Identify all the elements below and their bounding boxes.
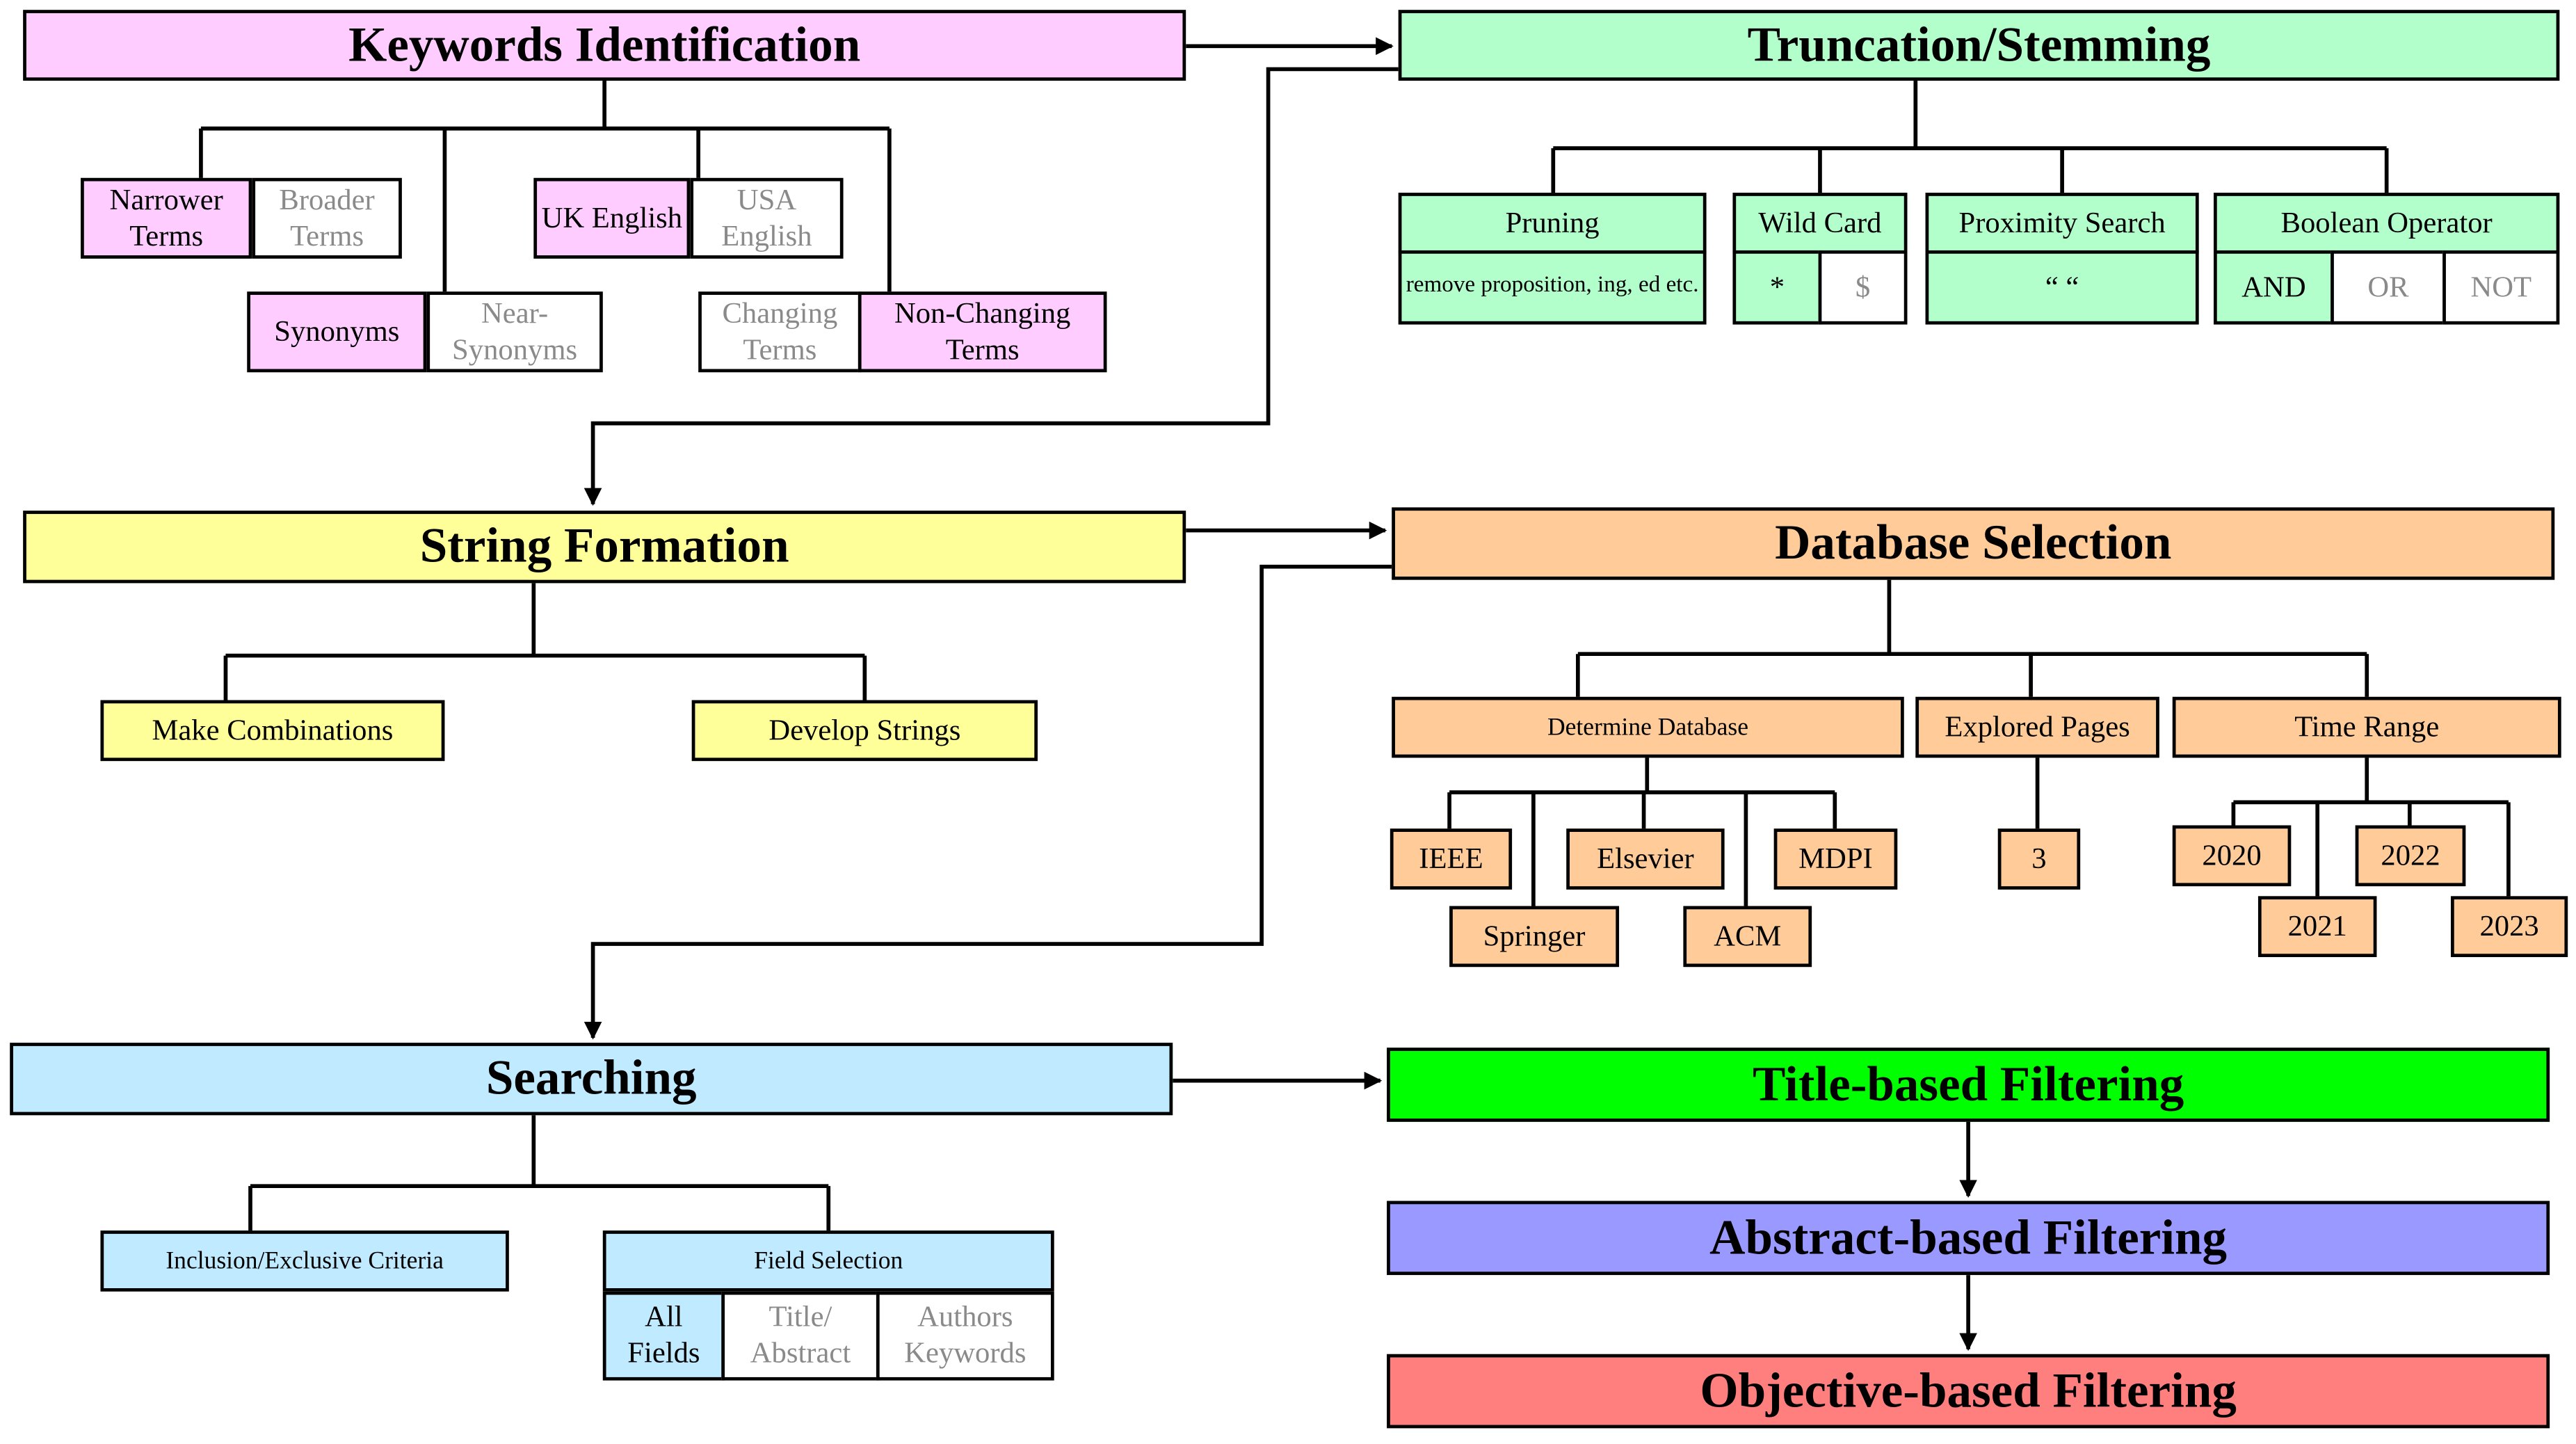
abstract-based-filtering-box: Abstract-based Filtering bbox=[1387, 1201, 2550, 1276]
searching-header: Searching bbox=[10, 1043, 1173, 1116]
title-based-filtering-box: Title-based Filtering bbox=[1387, 1048, 2550, 1122]
not-operator-box: NOT bbox=[2442, 250, 2560, 325]
year-2020-box: 2020 bbox=[2172, 825, 2292, 887]
wild-card-box: Wild Card bbox=[1732, 193, 1908, 254]
non-changing-terms-box: Non-Changing Terms bbox=[858, 291, 1107, 373]
and-operator-box: AND bbox=[2213, 250, 2334, 325]
usa-english-box: USA English bbox=[690, 177, 844, 259]
authors-keywords-box: Authors Keywords bbox=[876, 1291, 1054, 1381]
all-fields-box: All Fields bbox=[602, 1291, 725, 1381]
pruning-description-box: remove proposition, ing, ed etc. bbox=[1398, 250, 1707, 325]
database-selection-header: Database Selection bbox=[1392, 507, 2555, 580]
acm-box: ACM bbox=[1683, 906, 1812, 968]
inclusion-exclusive-criteria-box: Inclusion/Exclusive Criteria bbox=[100, 1230, 509, 1292]
explored-pages-box: Explored Pages bbox=[1915, 696, 2159, 758]
field-selection-box: Field Selection bbox=[602, 1230, 1054, 1292]
broader-terms-box: Broader Terms bbox=[252, 177, 402, 259]
wildcard-dollar-box: $ bbox=[1818, 250, 1908, 325]
ieee-box: IEEE bbox=[1390, 828, 1513, 890]
year-2023-box: 2023 bbox=[2451, 896, 2568, 957]
synonyms-box: Synonyms bbox=[247, 291, 427, 373]
string-formation-header: String Formation bbox=[23, 511, 1186, 584]
uk-english-box: UK English bbox=[533, 177, 691, 259]
near-synonyms-box: Near-Synonyms bbox=[426, 291, 603, 373]
title-abstract-box: Title/ Abstract bbox=[721, 1291, 880, 1381]
pruning-box: Pruning bbox=[1398, 193, 1707, 254]
proximity-symbol-box: “ “ bbox=[1925, 250, 2199, 325]
proximity-search-box: Proximity Search bbox=[1925, 193, 2199, 254]
truncation-stemming-header: Truncation/Stemming bbox=[1398, 10, 2560, 81]
determine-database-box: Determine Database bbox=[1392, 696, 1904, 758]
elsevier-box: Elsevier bbox=[1566, 828, 1725, 890]
make-combinations-box: Make Combinations bbox=[100, 700, 445, 762]
changing-terms-box: Changing Terms bbox=[698, 291, 862, 373]
time-range-box: Time Range bbox=[2172, 696, 2561, 758]
keywords-identification-header: Keywords Identification bbox=[23, 10, 1186, 81]
boolean-operator-box: Boolean Operator bbox=[2213, 193, 2560, 254]
develop-strings-box: Develop Strings bbox=[691, 700, 1038, 762]
or-operator-box: OR bbox=[2331, 250, 2446, 325]
pages-count-box: 3 bbox=[1997, 828, 2081, 890]
year-2021-box: 2021 bbox=[2257, 896, 2377, 957]
mdpi-box: MDPI bbox=[1773, 828, 1898, 890]
narrower-terms-box: Narrower Terms bbox=[81, 177, 252, 259]
objective-based-filtering-box: Objective-based Filtering bbox=[1387, 1354, 2550, 1429]
wildcard-star-box: * bbox=[1732, 250, 1822, 325]
springer-box: Springer bbox=[1449, 906, 1620, 968]
year-2022-box: 2022 bbox=[2355, 825, 2466, 887]
